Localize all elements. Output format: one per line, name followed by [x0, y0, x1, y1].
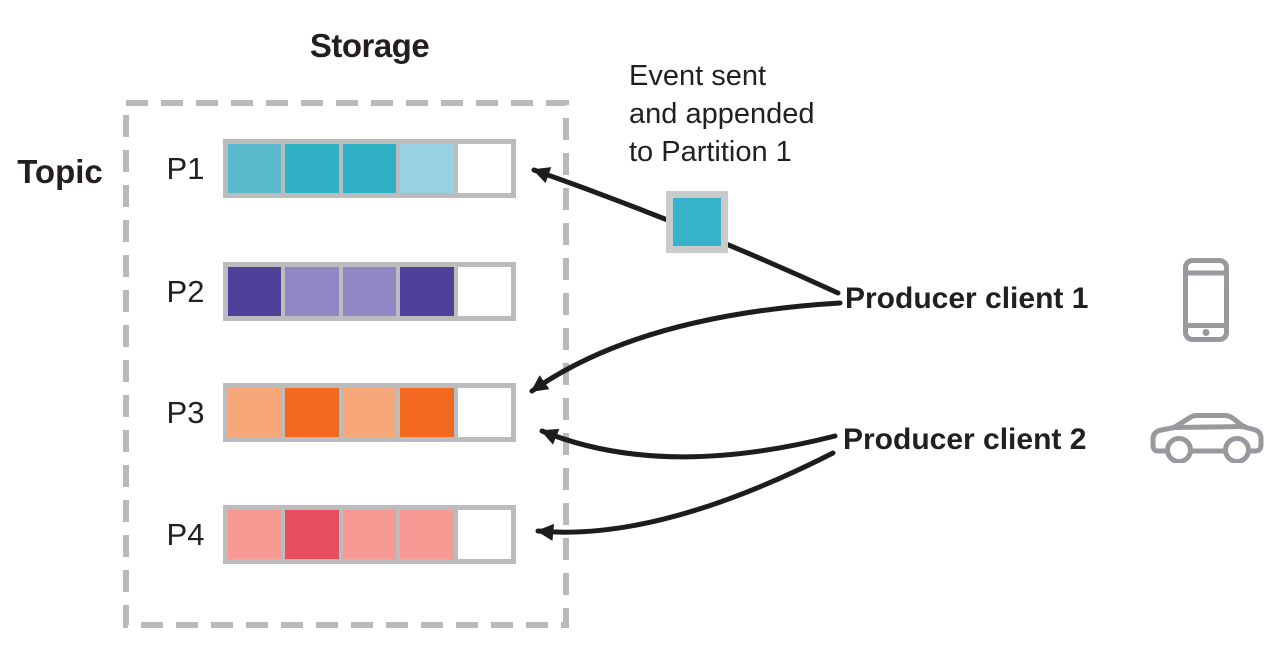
- partition-cell: [342, 267, 397, 316]
- producer-client-2-label: Producer client 2: [843, 423, 1087, 456]
- partition-cell: [457, 144, 512, 193]
- partition-row-p1: P1: [148, 139, 516, 198]
- partition-cell: [285, 144, 339, 193]
- storage-boundary-dashed-box: [123, 100, 569, 628]
- arrow-producer2-to-p4: [535, 450, 836, 541]
- partition-row-p3: P3: [148, 383, 516, 442]
- partition-bar-p1: [223, 139, 516, 198]
- partition-cell: [228, 267, 282, 316]
- partition-label: P2: [166, 273, 205, 309]
- partition-label: P3: [166, 394, 205, 430]
- event-annotation: Event sent and appended to Partition 1: [629, 60, 815, 168]
- event-square: [666, 191, 728, 253]
- phone-home-button: [1202, 329, 1210, 336]
- partition-cell: [342, 388, 397, 437]
- partition-bar-p3: [223, 383, 516, 442]
- producer-client-1-label: Producer client 1: [845, 282, 1089, 315]
- partition-cell: [228, 510, 282, 559]
- partition-cell: [285, 510, 339, 559]
- partition-label: P1: [166, 150, 205, 186]
- storage-title: Storage: [309, 27, 430, 64]
- partition-cell: [228, 144, 282, 193]
- partition-cell: [457, 510, 512, 559]
- partition-cell: [342, 144, 397, 193]
- partition-cell: [400, 267, 454, 316]
- arrow-producer2-to-p3: [539, 428, 838, 460]
- partition-row-p4: P4: [148, 505, 516, 564]
- partition-bar-p4: [223, 505, 516, 564]
- partition-cell: [285, 388, 339, 437]
- partition-label: P4: [166, 516, 205, 552]
- car-icon: [1150, 413, 1264, 463]
- partition-cell: [285, 267, 339, 316]
- arrow-producer1-to-p3: [529, 300, 843, 394]
- partition-cell: [457, 267, 512, 316]
- phone-icon: [1183, 258, 1229, 342]
- partition-cell: [400, 388, 454, 437]
- partition-cell: [457, 388, 512, 437]
- partition-cell: [400, 144, 454, 193]
- partition-row-p2: P2: [148, 262, 516, 321]
- partition-cell: [228, 388, 282, 437]
- partition-bar-p2: [223, 262, 516, 321]
- partition-cell: [342, 510, 397, 559]
- topic-label: Topic: [17, 153, 103, 190]
- partition-cell: [400, 510, 454, 559]
